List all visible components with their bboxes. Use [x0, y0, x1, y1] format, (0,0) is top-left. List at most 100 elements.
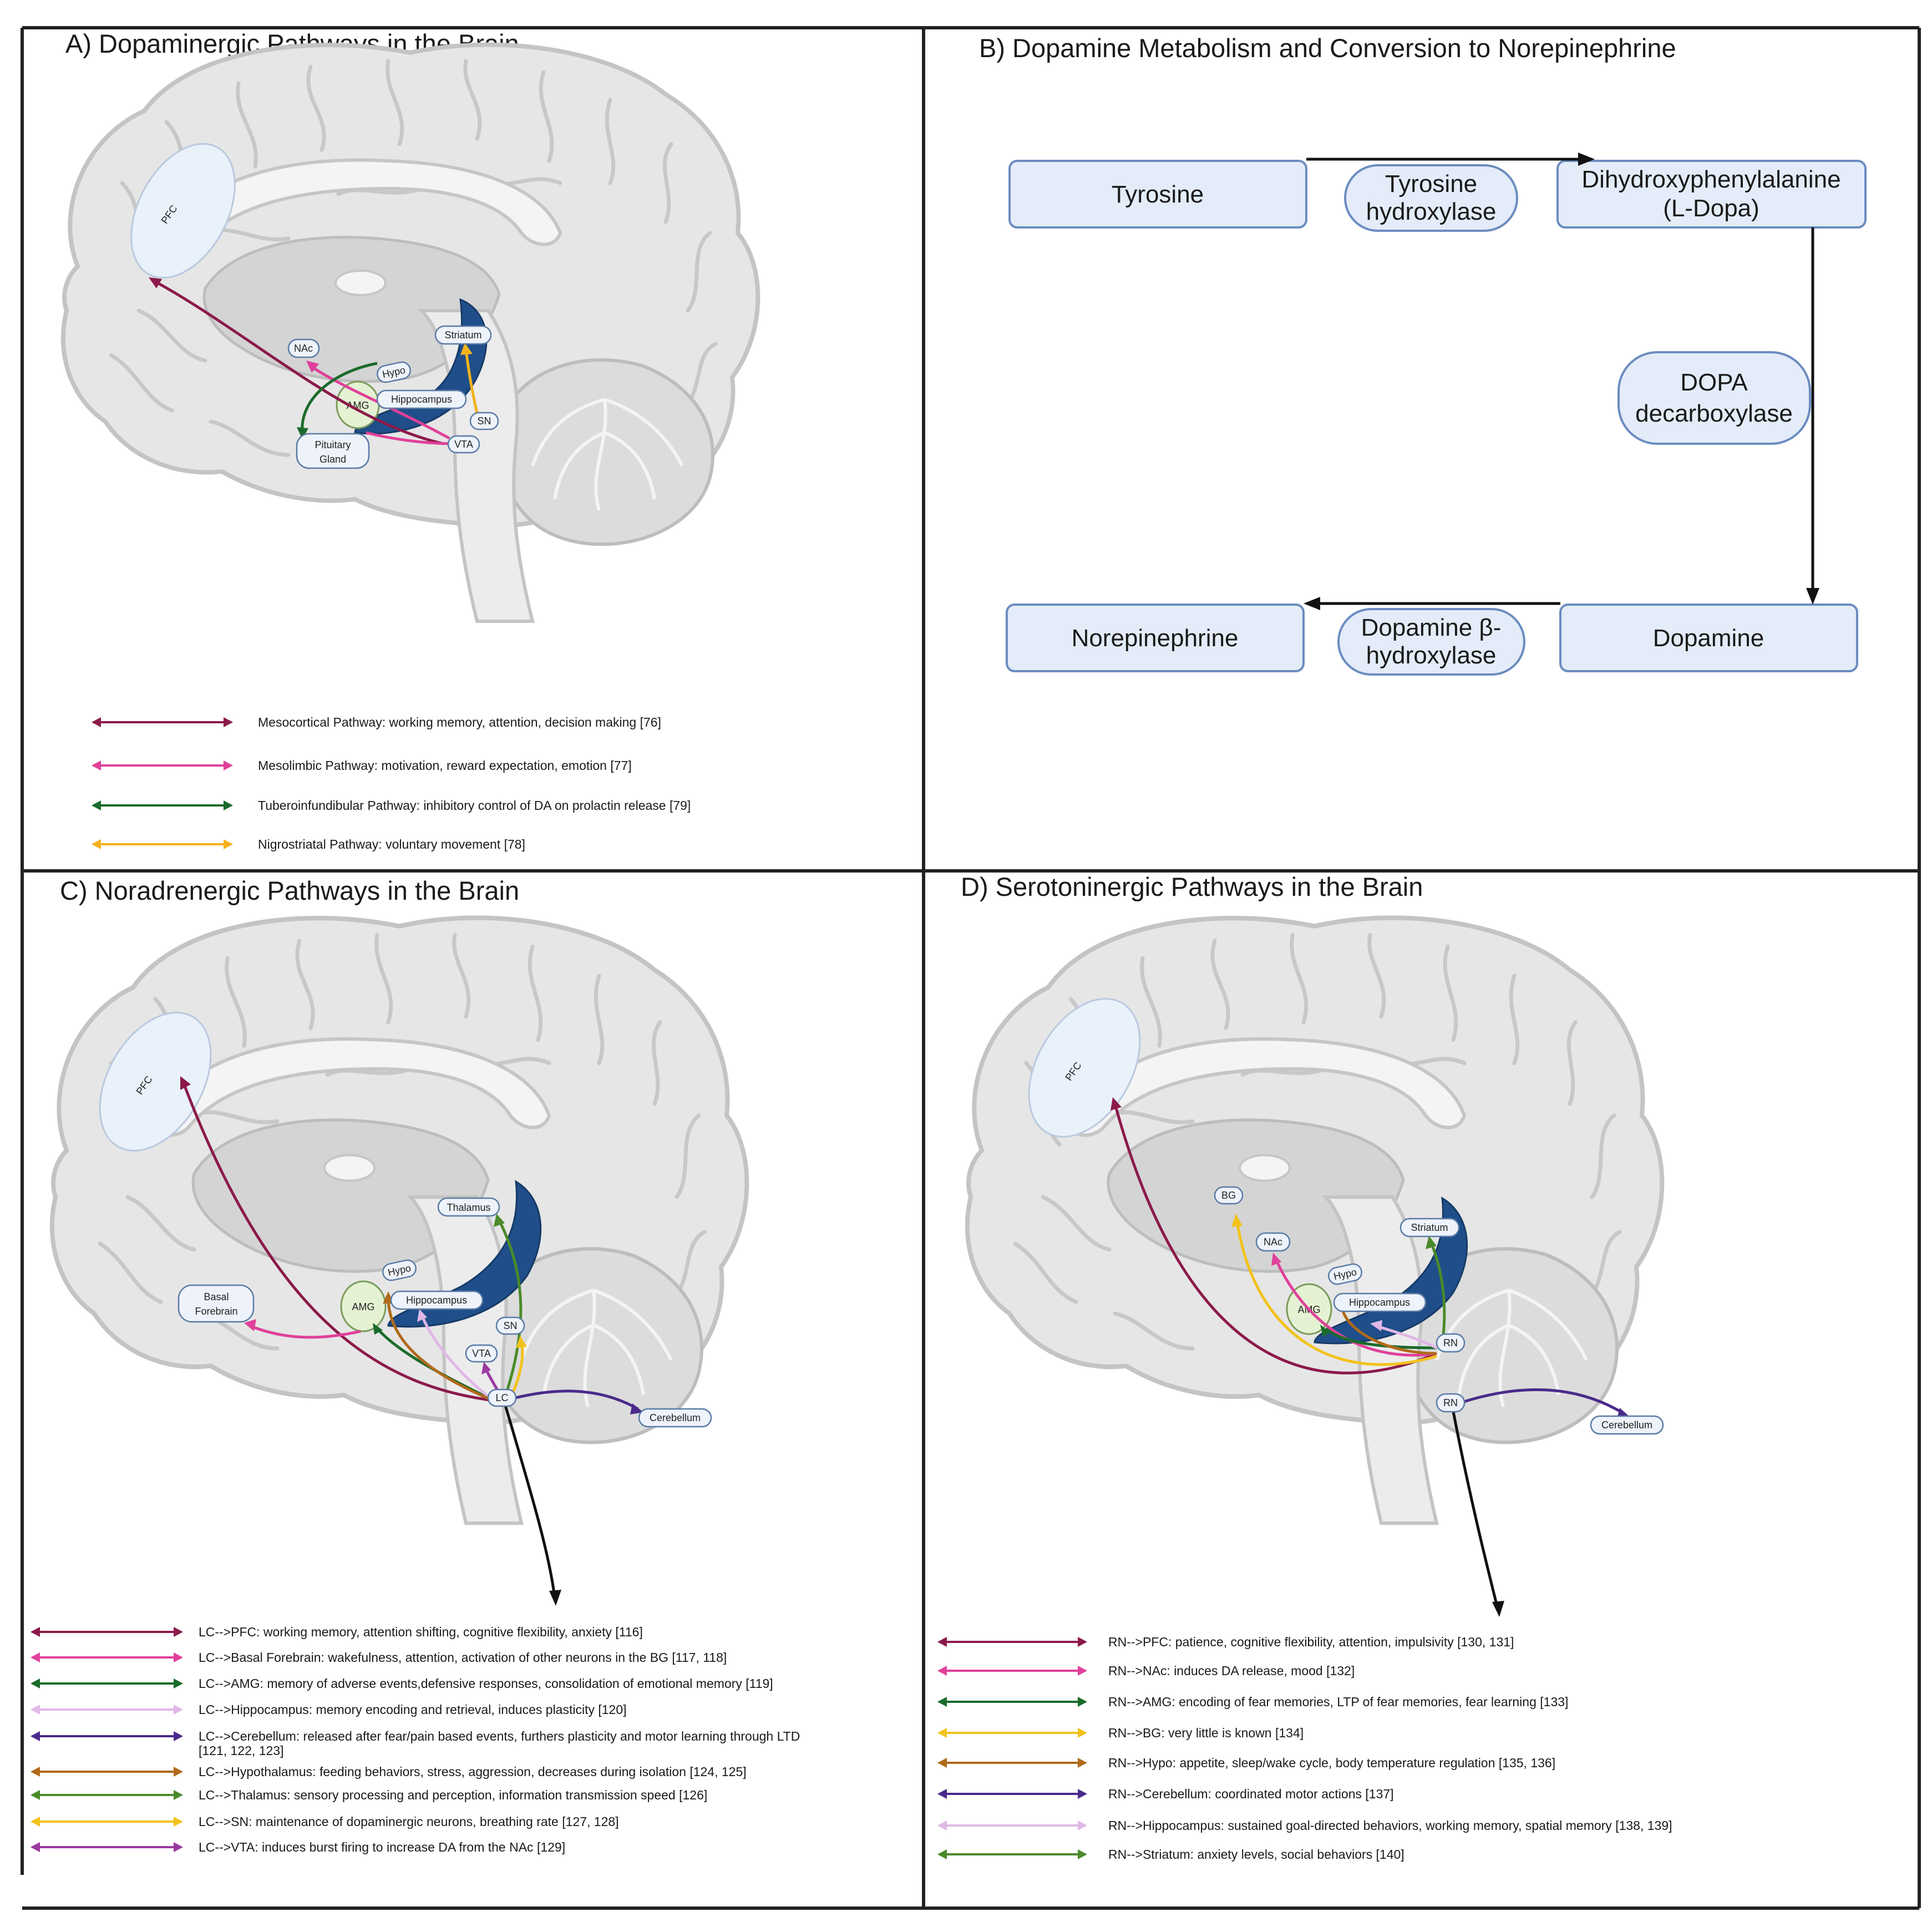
- svg-text:Dihydroxyphenylalanine: Dihydroxyphenylalanine: [1581, 166, 1840, 193]
- nac-label-pill: NAc: [287, 338, 320, 358]
- svg-text:LC-->AMG: memory of adverse e: LC-->AMG: memory of adverse events,defen…: [199, 1676, 773, 1691]
- svg-text:VTA: VTA: [472, 1348, 491, 1359]
- legend-row: Mesocortical Pathway: working memory, at…: [92, 715, 661, 729]
- pfc-region: [130, 143, 236, 279]
- svg-text:LC-->PFC: working memory, atte: LC-->PFC: working memory, attention shif…: [199, 1625, 643, 1639]
- svg-text:LC-->Hypothalamus: feeding beh: LC-->Hypothalamus: feeding behaviors, st…: [199, 1764, 747, 1779]
- svg-text:Striatum: Striatum: [444, 329, 481, 341]
- legend-row: LC-->AMG: memory of adverse events,defen…: [31, 1676, 773, 1691]
- legend-row: LC-->Hypothalamus: feeding behaviors, st…: [31, 1764, 747, 1779]
- svg-text:Cerebellum: Cerebellum: [1601, 1419, 1652, 1431]
- mesocortical-arrow: [151, 278, 444, 445]
- svg-text:Tuberoinfundibular Pathway: in: Tuberoinfundibular Pathway: inhibitory c…: [258, 798, 691, 813]
- svg-text:RN-->Hippocampus: sustained go: RN-->Hippocampus: sustained goal-directe…: [1108, 1818, 1672, 1833]
- svg-text:Norepinephrine: Norepinephrine: [1072, 625, 1239, 652]
- amg-region: [340, 1280, 387, 1332]
- tuberoinfundibular-arrow: [301, 362, 378, 433]
- svg-text:NAc: NAc: [1264, 1236, 1282, 1248]
- panel-c: C) Noradrenergic Pathways in the Brain P…: [31, 876, 800, 1854]
- vta-label-pill: VTA: [447, 435, 480, 454]
- svg-text:RN-->Cerebellum: coordinated m: RN-->Cerebellum: coordinated motor actio…: [1108, 1787, 1394, 1801]
- svg-text:RN: RN: [1443, 1337, 1458, 1348]
- dopamine-beta-hydroxylase-enzyme: Dopamine β- hydroxylase: [1337, 608, 1525, 676]
- panel-borders: [21, 26, 1921, 1910]
- legend-row: LC-->PFC: working memory, attention shif…: [31, 1625, 643, 1639]
- dopamine-box: Dopamine: [1559, 604, 1858, 672]
- basal-forebrain-label-pill: Basal Forebrain: [178, 1284, 255, 1323]
- svg-text:Tyrosine: Tyrosine: [1112, 181, 1204, 208]
- sn-label-pill: SN: [495, 1316, 525, 1335]
- striatum-label-pill: Striatum: [1399, 1218, 1460, 1238]
- legend-row: RN-->Striatum: anxiety levels, social be…: [937, 1847, 1404, 1862]
- striatum-label-pill: Striatum: [434, 325, 492, 345]
- panel-d-title: D) Serotoninergic Pathways in the Brain: [961, 872, 1423, 901]
- svg-text:SN: SN: [503, 1320, 517, 1331]
- svg-text:SN: SN: [477, 415, 491, 427]
- hypo-label-pill: Hypo: [377, 361, 411, 383]
- svg-text:BG: BG: [1221, 1190, 1236, 1201]
- svg-text:RN-->PFC: patience, cognitive: RN-->PFC: patience, cognitive flexibilit…: [1108, 1635, 1514, 1649]
- svg-text:RN-->Striatum: anxiety levels,: RN-->Striatum: anxiety levels, social be…: [1108, 1847, 1404, 1862]
- panel-d-legend: RN-->PFC: patience, cognitive flexibilit…: [937, 1635, 1672, 1862]
- brain-illustration-c: [52, 918, 747, 1523]
- svg-text:Nigrostriatal Pathway: volunta: Nigrostriatal Pathway: voluntary movemen…: [258, 837, 525, 851]
- hippocampus-label-pill: Hippocampus: [1333, 1292, 1427, 1312]
- dopa-decarboxylase-enzyme: DOPA decarboxylase: [1617, 351, 1811, 445]
- svg-text:Basal: Basal: [204, 1291, 229, 1302]
- pfc-region: [99, 1012, 212, 1152]
- cerebellum-label-pill: Cerebellum: [1590, 1415, 1664, 1435]
- tyrosine-hydroxylase-enzyme: Tyrosine hydroxylase: [1344, 164, 1518, 232]
- svg-text:Mesolimbic Pathway: motivation: Mesolimbic Pathway: motivation, reward e…: [258, 758, 632, 773]
- panel-d: D) Serotoninergic Pathways in the Brain …: [937, 872, 1672, 1862]
- tyrosine-box: Tyrosine: [1008, 160, 1307, 229]
- panel-b: B) Dopamine Metabolism and Conversion to…: [979, 33, 1867, 676]
- hypo-label-pill: Hypo: [1328, 1263, 1362, 1285]
- legend-row: RN-->PFC: patience, cognitive flexibilit…: [937, 1635, 1514, 1649]
- cerebellum-label-pill: Cerebellum: [638, 1408, 712, 1428]
- svg-text:RN-->Hypo: appetite, sleep/wak: RN-->Hypo: appetite, sleep/wake cycle, b…: [1108, 1756, 1555, 1770]
- nac-label-pill: NAc: [1255, 1232, 1291, 1252]
- legend-row: Tuberoinfundibular Pathway: inhibitory c…: [92, 798, 691, 813]
- thalamus-label-pill: Thalamus: [437, 1197, 500, 1217]
- svg-text:RN-->BG: very little is known: RN-->BG: very little is known [134]: [1108, 1726, 1304, 1740]
- svg-text:Hippocampus: Hippocampus: [1349, 1297, 1410, 1308]
- legend-row: RN-->Hypo: appetite, sleep/wake cycle, b…: [937, 1756, 1555, 1770]
- svg-text:LC-->Hippocampus: memory encod: LC-->Hippocampus: memory encoding and re…: [199, 1702, 627, 1717]
- brain-illustration-d: [967, 918, 1662, 1523]
- svg-text:LC-->Cerebellum: released afte: LC-->Cerebellum: released after fear/pai…: [199, 1729, 800, 1743]
- svg-text:LC-->VTA: induces burst firing: LC-->VTA: induces burst firing to increa…: [199, 1840, 565, 1854]
- legend-row: LC-->Thalamus: sensory processing and pe…: [31, 1788, 707, 1802]
- legend-row: RN-->AMG: encoding of fear memories, LTP…: [937, 1695, 1568, 1709]
- svg-text:LC-->Basal Forebrain: wakefuln: LC-->Basal Forebrain: wakefulness, atten…: [199, 1650, 727, 1665]
- svg-text:LC: LC: [495, 1392, 508, 1403]
- rn-top-label-pill: RN: [1436, 1333, 1466, 1353]
- legend-row: RN-->BG: very little is known [134]: [937, 1726, 1304, 1740]
- svg-text:Thalamus: Thalamus: [447, 1202, 490, 1213]
- dopamine-pathway-arrows: [149, 277, 479, 445]
- legend-row: LC-->Cerebellum: released after fear/pai…: [31, 1729, 800, 1758]
- rn-bottom-label-pill: RN: [1436, 1393, 1466, 1413]
- legend-row: Nigrostriatal Pathway: voluntary movemen…: [92, 837, 525, 851]
- flow-arrows: [1304, 153, 1819, 610]
- legend-row: RN-->Cerebellum: coordinated motor actio…: [937, 1787, 1394, 1801]
- hippocampus-region: [1314, 1196, 1468, 1345]
- svg-text:(L-Dopa): (L-Dopa): [1663, 195, 1759, 222]
- panel-b-title: B) Dopamine Metabolism and Conversion to…: [979, 33, 1676, 63]
- hippocampus-region: [387, 1180, 542, 1328]
- svg-text:Tyrosine: Tyrosine: [1385, 170, 1477, 197]
- svg-text:decarboxylase: decarboxylase: [1635, 400, 1793, 427]
- legend-row: RN-->Hippocampus: sustained goal-directe…: [937, 1818, 1672, 1833]
- svg-text:NAc: NAc: [294, 343, 313, 354]
- svg-text:Hippocampus: Hippocampus: [391, 394, 452, 405]
- panel-a-legend: Mesocortical Pathway: working memory, at…: [92, 715, 691, 851]
- mesolimbic-arrow: [310, 364, 450, 440]
- bg-label-pill: BG: [1214, 1186, 1244, 1205]
- hypo-label-pill: Hypo: [382, 1259, 417, 1281]
- hippocampus-label-pill: Hippocampus: [376, 389, 467, 409]
- svg-text:Hippocampus: Hippocampus: [406, 1295, 467, 1306]
- legend-row: LC-->SN: maintenance of dopaminergic neu…: [31, 1814, 619, 1829]
- panel-a: A) Dopaminergic Pathways in the Brain AM…: [63, 29, 758, 851]
- svg-text:hydroxylase: hydroxylase: [1366, 198, 1497, 225]
- svg-text:Cerebellum: Cerebellum: [650, 1412, 701, 1423]
